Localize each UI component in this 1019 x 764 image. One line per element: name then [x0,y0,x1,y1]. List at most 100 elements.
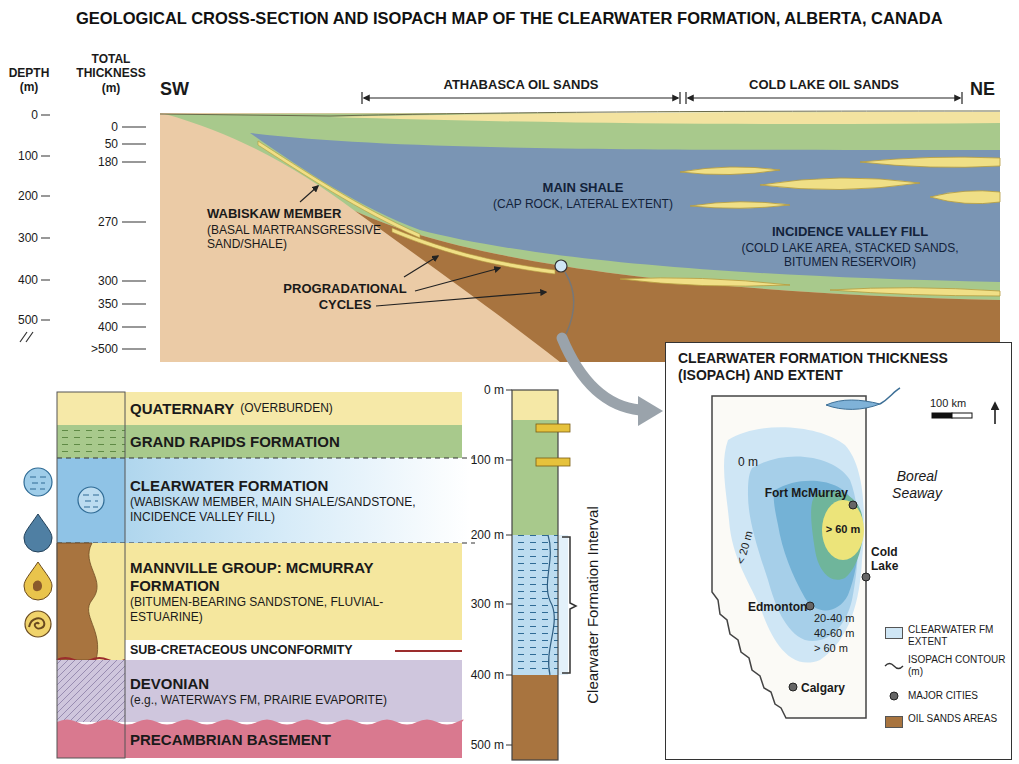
depth-value: 500 [4,313,38,327]
city-dot [849,501,857,509]
thickness-value: 50 [76,137,118,151]
icon-column-outline [57,392,125,758]
isopach-0-20 [724,427,864,662]
sand-drop [24,562,52,600]
depth-value: 100 [4,149,38,163]
formation-symbol [24,468,52,496]
depth-value: 400 [4,273,38,287]
band-grand-rapids [57,425,462,458]
depth-ticks [41,115,50,320]
sand-lens [830,288,1000,296]
diagram-title: GEOLOGICAL CROSS-SECTION AND ISOPACH MAP… [76,9,943,29]
sand-marker [536,424,570,432]
extent-tick [679,92,680,104]
thickness-value: >500 [76,342,118,356]
mcmurray-channel [57,543,98,660]
legend-text: CLEARWATER FM EXTENT [908,624,1008,648]
city-dot [806,602,814,610]
extent-tick [685,92,686,104]
sand-marker [536,458,570,466]
legend-contour-sample [885,664,903,669]
thickness-value: 0 [76,120,118,134]
unit-name: PROGRADATIONAL CYCLES [275,281,415,312]
depth-value: 0 [4,108,38,122]
band-mannville-icon [57,543,125,660]
axis-title: DEPTH (m) [6,66,52,95]
city-name: Fort McMurray [748,486,848,500]
leader-arrow [415,268,500,291]
thickness-value: 350 [76,297,118,311]
dashed-boundary [57,458,475,459]
extent-tick [961,92,962,104]
band-heading: MANNVILLE GROUP: MCMURRAY FORMATION [130,559,385,595]
sand-lens [760,178,920,190]
legend-text: MAJOR CITIES [908,690,1008,702]
legend-text: OIL SANDS AREAS [908,713,1008,725]
panel-ground [665,342,1012,760]
band-note: (OVERBURDEN) [240,401,333,415]
strata-band: PRECAMBRIAN BASEMENT [57,722,462,758]
depth-value: 300 [4,231,38,245]
area-label: ATHABASCA OIL SANDS [396,77,646,93]
unconformity-line [395,650,462,652]
scale-bar [932,413,952,418]
column-grand-rapids [512,420,558,535]
thickness-ticks [122,127,146,349]
channel-symbol [25,611,51,637]
sea-name: Boreal Seaway [882,468,952,502]
clearwater-symbol-dashes [83,495,99,507]
city-dot [789,683,797,691]
contour-class: 20-40 m [814,612,854,625]
unit-note: (BASAL MARTRANSGRESSIVE SAND/SHALE) [207,223,392,252]
main-shale-layer [250,133,1000,282]
depth-value: 200 [4,189,38,203]
band-heading: GRAND RAPIDS FORMATION [130,433,340,451]
legend-city-sample [890,692,898,700]
thickness-value: 270 [76,215,118,229]
column-depth: 200 m [462,528,504,542]
sand-lens [930,191,1000,204]
axis-title: TOTAL THICKNESS (m) [68,52,154,95]
pointer-line [565,272,574,334]
city-dot [862,573,870,581]
ground-surface [160,111,1000,116]
unconformity-label: SUB-CRETACEOUS UNCONFORMITY [130,643,353,658]
channel-swirl [29,618,44,628]
leader-arrow [300,186,318,202]
column-outline [512,390,558,760]
column-depth: 0 m [462,383,504,397]
band-heading: CLEARWATER FORMATION [130,477,328,495]
sand-lens [860,157,1000,167]
band-note: (BITUMEN-BEARING SANDSTONE, FLUVIAL-ESTU… [130,595,385,624]
thickness-value: 180 [76,155,118,169]
scale-label: 100 km [930,397,966,410]
strata-band: MANNVILLE GROUP: MCMURRAY FORMATION(BITU… [57,543,462,640]
band-heading: DEVONIAN [130,675,209,693]
strata-band: DEVONIAN(e.g., WATERWAYS FM, PRAIRIE EVA… [57,660,462,722]
band-grand-rapids-icon [57,425,125,458]
clearwater-symbol [78,487,104,513]
legend-swatch [885,627,903,639]
contour-value: 0 m [738,455,758,469]
strata-band: CLEARWATER FORMATION(WABISKAW MEMBER, MA… [57,458,470,543]
formation-symbol-dashes [30,477,46,489]
column-clearwater-texture [512,535,558,675]
city-name: Cold Lake [871,545,911,574]
legend-swatch [885,716,903,728]
sand-drop-core [33,580,42,591]
scale-bar [952,413,972,418]
contour-class: > 60 m [814,642,848,655]
band-heading: QUATERNARY [130,400,234,418]
city-name: Calgary [801,681,845,695]
pointer-arrow [562,338,640,410]
unit-name: INCIDENCE VALLEY FILL [720,224,980,240]
band-quaternary [57,392,462,425]
isopach-60 [811,491,863,580]
alberta-outline [712,396,866,718]
band-note: (WABISKAW MEMBER, MAIN SHALE/SANDSTONE, … [130,495,460,524]
legend-text: ISOPACH CONTOUR (m) [908,654,1008,678]
leader-arrow [404,256,438,277]
extent-tick [361,92,362,104]
area-label: COLD LAKE OIL SANDS [699,77,949,93]
sand-strip [392,228,555,274]
